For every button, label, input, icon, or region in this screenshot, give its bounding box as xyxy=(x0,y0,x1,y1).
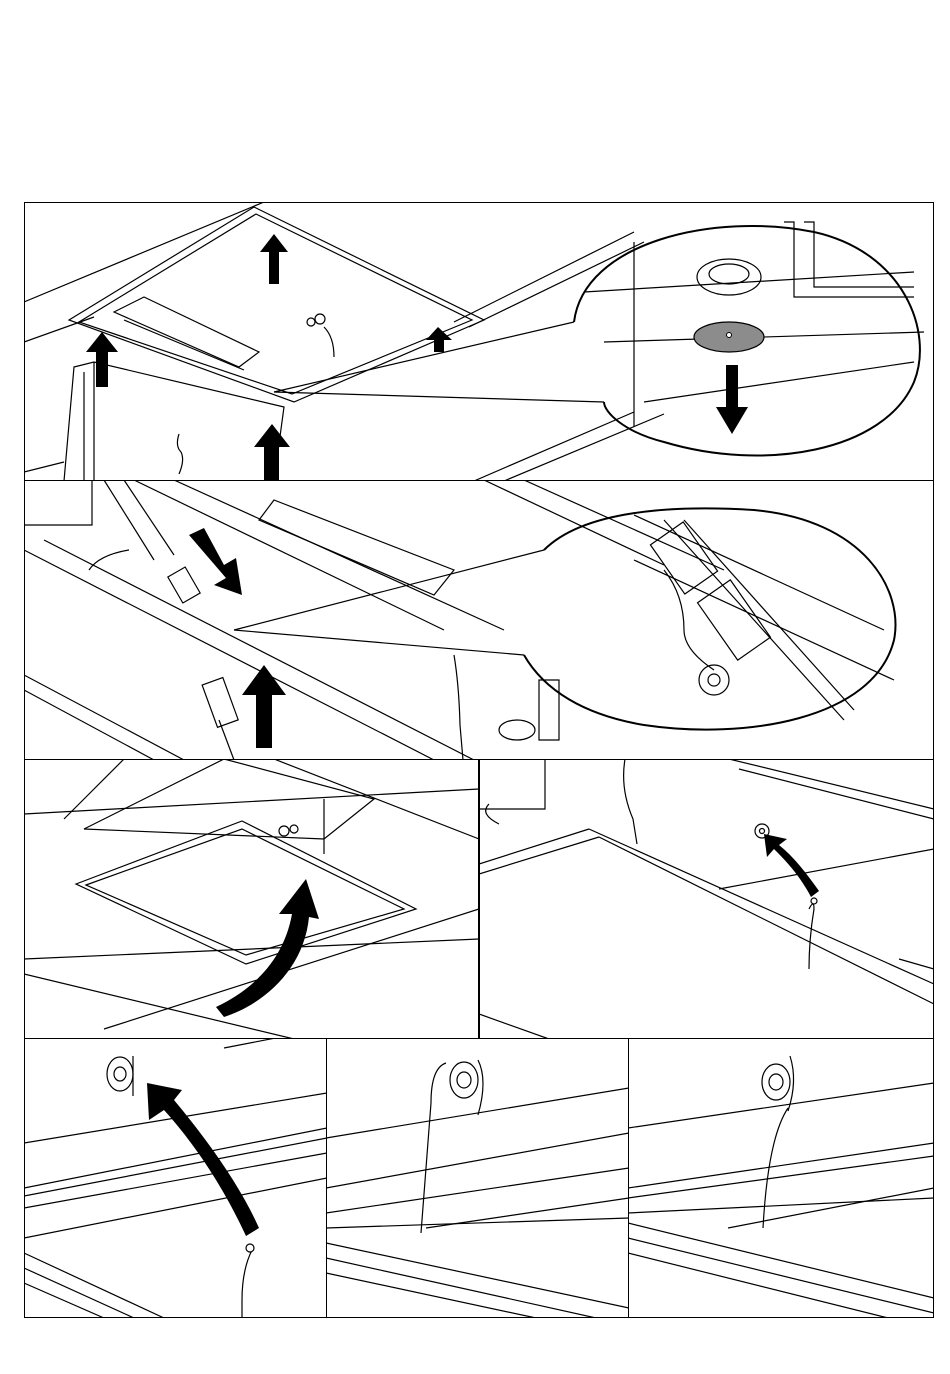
step-5-illustration xyxy=(24,1038,327,1318)
arrow-down-icon xyxy=(189,528,242,595)
arrow-up-icon xyxy=(242,665,286,748)
step-3-panel xyxy=(24,759,479,1039)
step-6-panel xyxy=(326,1038,629,1318)
curved-arrow-icon xyxy=(147,1083,259,1236)
step-2-illustration xyxy=(24,480,934,760)
step-1-panel xyxy=(24,202,934,481)
step-3-illustration xyxy=(24,759,479,1039)
magnet-disc-icon xyxy=(694,322,764,352)
step-7-panel xyxy=(628,1038,934,1318)
step-5-panel xyxy=(24,1038,327,1318)
step-1-illustration xyxy=(24,202,934,481)
step-6-illustration xyxy=(326,1038,629,1318)
arrow-down-icon xyxy=(716,365,748,434)
step-4-panel xyxy=(479,759,934,1039)
curved-arrow-icon xyxy=(764,834,819,897)
eyelet-icon xyxy=(762,1056,794,1111)
eyelet-icon xyxy=(107,1056,133,1096)
hook-icon xyxy=(811,898,817,904)
magnifier-callout-icon xyxy=(524,508,895,729)
step-2-panel xyxy=(24,480,934,760)
step-4-illustration xyxy=(479,759,934,1039)
step-7-illustration xyxy=(628,1038,934,1318)
eyelet-icon xyxy=(450,1060,483,1115)
